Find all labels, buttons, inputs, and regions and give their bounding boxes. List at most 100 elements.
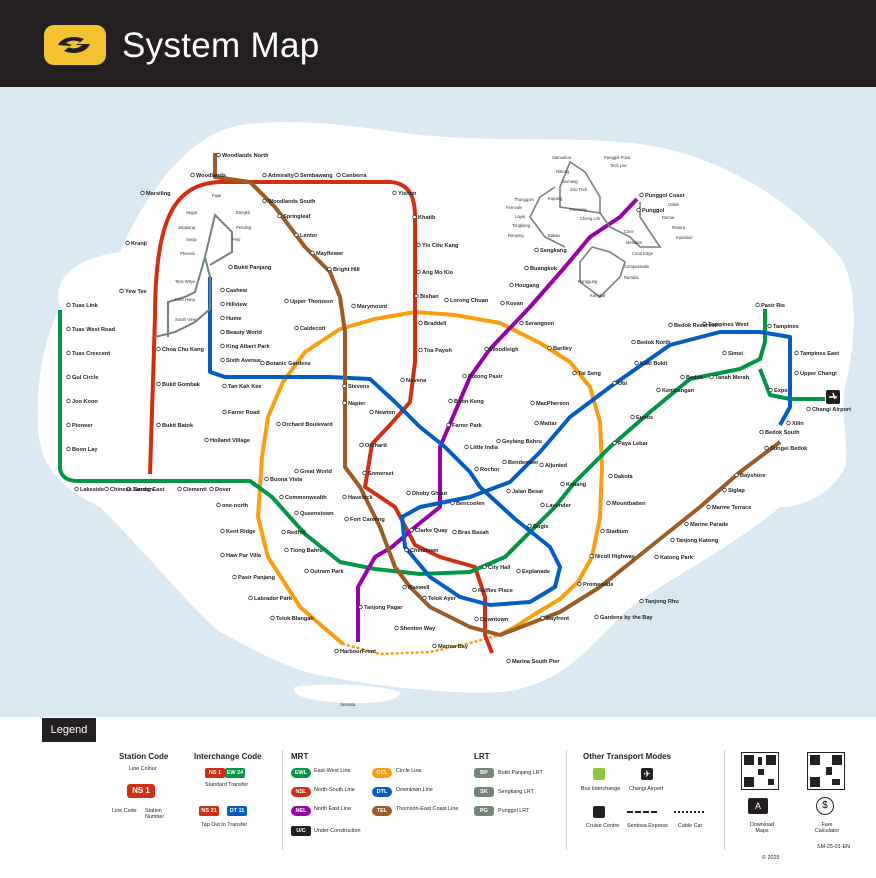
station-marker[interactable]: [222, 383, 227, 389]
station-marker[interactable]: [66, 398, 71, 404]
station-marker[interactable]: [125, 240, 130, 246]
download-qr-code[interactable]: [741, 752, 779, 790]
station-marker[interactable]: [342, 494, 347, 500]
download-maps-icon[interactable]: A: [748, 798, 768, 814]
station-marker[interactable]: [344, 516, 349, 522]
station-marker[interactable]: [358, 604, 363, 610]
station-marker[interactable]: [639, 598, 644, 604]
station-marker[interactable]: [656, 387, 661, 393]
station-marker[interactable]: [702, 321, 707, 327]
station-marker[interactable]: [220, 357, 225, 363]
station-marker[interactable]: [220, 315, 225, 321]
station-marker[interactable]: [709, 374, 714, 380]
station-marker[interactable]: [474, 616, 479, 622]
station-marker[interactable]: [519, 320, 524, 326]
station-marker[interactable]: [264, 476, 269, 482]
station-marker[interactable]: [759, 429, 764, 435]
station-marker[interactable]: [126, 486, 131, 492]
station-marker[interactable]: [416, 242, 421, 248]
station-marker[interactable]: [276, 421, 281, 427]
station-marker[interactable]: [634, 360, 639, 366]
station-marker[interactable]: [506, 488, 511, 494]
station-marker[interactable]: [336, 172, 341, 178]
station-marker[interactable]: [589, 553, 594, 559]
station-marker[interactable]: [422, 595, 427, 601]
station-marker[interactable]: [794, 370, 799, 376]
station-marker[interactable]: [636, 207, 641, 213]
station-marker[interactable]: [500, 300, 505, 306]
station-marker[interactable]: [209, 486, 214, 492]
station-marker[interactable]: [294, 510, 299, 516]
station-marker[interactable]: [392, 190, 397, 196]
station-marker[interactable]: [506, 658, 511, 664]
station-marker[interactable]: [220, 329, 225, 335]
station-marker[interactable]: [482, 564, 487, 570]
station-marker[interactable]: [540, 502, 545, 508]
station-marker[interactable]: [351, 303, 356, 309]
station-marker[interactable]: [294, 468, 299, 474]
fare-qr-code[interactable]: [807, 752, 845, 790]
station-marker[interactable]: [294, 325, 299, 331]
station-marker[interactable]: [204, 437, 209, 443]
station-marker[interactable]: [310, 250, 315, 256]
station-marker[interactable]: [279, 494, 284, 500]
system-map[interactable]: Woodlands North Woodlands Admiralty Semb…: [0, 87, 876, 717]
station-marker[interactable]: [446, 422, 451, 428]
station-marker[interactable]: [502, 459, 507, 465]
station-marker[interactable]: [484, 346, 489, 352]
station-marker[interactable]: [608, 473, 613, 479]
station-marker[interactable]: [539, 462, 544, 468]
station-marker[interactable]: [630, 414, 635, 420]
station-marker[interactable]: [496, 438, 501, 444]
station-marker[interactable]: [334, 648, 339, 654]
station-marker[interactable]: [66, 422, 71, 428]
station-marker[interactable]: [284, 547, 289, 553]
station-marker[interactable]: [600, 528, 605, 534]
station-marker[interactable]: [572, 370, 577, 376]
station-marker[interactable]: [104, 486, 109, 492]
station-marker[interactable]: [406, 490, 411, 496]
station-marker[interactable]: [414, 293, 419, 299]
station-marker[interactable]: [342, 383, 347, 389]
station-marker[interactable]: [228, 264, 233, 270]
station-marker[interactable]: [680, 374, 685, 380]
station-marker[interactable]: [734, 472, 739, 478]
station-marker[interactable]: [359, 442, 364, 448]
station-marker[interactable]: [540, 615, 545, 621]
station-marker[interactable]: [418, 347, 423, 353]
station-marker[interactable]: [464, 444, 469, 450]
station-marker[interactable]: [534, 247, 539, 253]
station-marker[interactable]: [794, 350, 799, 356]
station-marker[interactable]: [260, 360, 265, 366]
station-marker[interactable]: [270, 615, 275, 621]
station-marker[interactable]: [560, 481, 565, 487]
station-marker[interactable]: [156, 346, 161, 352]
station-marker[interactable]: [262, 198, 267, 204]
station-marker[interactable]: [706, 504, 711, 510]
station-marker[interactable]: [606, 500, 611, 506]
station-marker[interactable]: [472, 587, 477, 593]
station-marker[interactable]: [222, 409, 227, 415]
download-maps-label[interactable]: Download Maps: [750, 822, 774, 834]
station-marker[interactable]: [767, 323, 772, 329]
station-marker[interactable]: [284, 298, 289, 304]
station-marker[interactable]: [66, 326, 71, 332]
station-marker[interactable]: [220, 343, 225, 349]
station-marker[interactable]: [119, 288, 124, 294]
station-marker[interactable]: [668, 322, 673, 328]
station-marker[interactable]: [220, 301, 225, 307]
station-marker[interactable]: [66, 302, 71, 308]
station-marker[interactable]: [670, 537, 675, 543]
station-marker[interactable]: [432, 643, 437, 649]
station-marker[interactable]: [262, 172, 267, 178]
station-marker[interactable]: [369, 409, 374, 415]
station-marker[interactable]: [722, 487, 727, 493]
station-marker[interactable]: [409, 527, 414, 533]
station-marker[interactable]: [281, 529, 286, 535]
station-marker[interactable]: [220, 287, 225, 293]
station-marker[interactable]: [654, 554, 659, 560]
station-marker[interactable]: [74, 486, 79, 492]
station-marker[interactable]: [524, 265, 529, 271]
station-marker[interactable]: [66, 350, 71, 356]
station-marker[interactable]: [530, 400, 535, 406]
